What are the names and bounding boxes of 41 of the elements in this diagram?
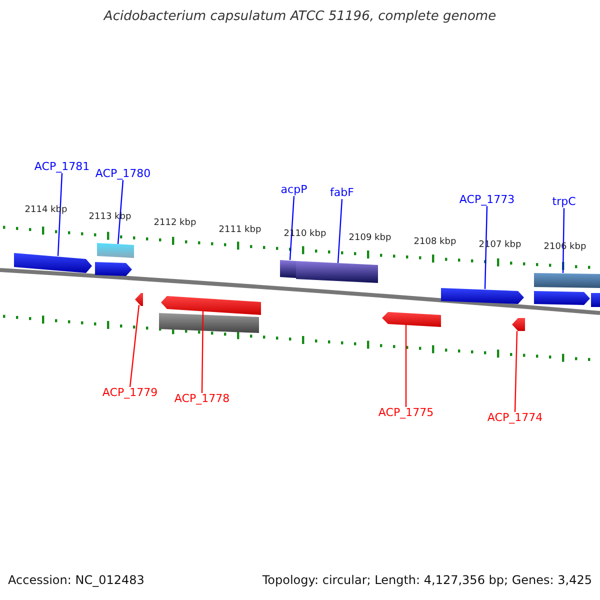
gene-label: ACP_1778 (174, 393, 230, 406)
gene-feature (159, 313, 259, 333)
gene-feature (280, 260, 296, 278)
leader-line (562, 208, 565, 274)
leader-line (484, 206, 488, 290)
title: Acidobacterium capsulatum ATCC 51196, complete genome (104, 10, 496, 24)
gene-feature (135, 293, 143, 306)
gene-feature (97, 243, 134, 258)
gene-label: ACP_1781 (34, 161, 90, 174)
leader-line (201, 311, 204, 393)
gene-feature (512, 318, 525, 331)
gene-feature (161, 296, 261, 315)
gene-label: ACP_1775 (378, 407, 434, 420)
leader-line (129, 304, 140, 388)
gene-label: ACP_1780 (95, 168, 151, 180)
gene-label: fabF (330, 187, 354, 200)
gene-feature (382, 312, 441, 327)
scale-label: 2111 kbp (218, 226, 262, 236)
gene-feature (296, 261, 378, 283)
genome-info-text: Topology: circular; Length: 4,127,356 bp; Genes: 3,425 (262, 574, 592, 588)
gene-feature (591, 293, 600, 307)
gene-label: ACP_1779 (102, 387, 158, 400)
gene-feature (14, 253, 92, 273)
leader-line (57, 173, 63, 256)
gene-feature (534, 291, 590, 305)
scale-label: 2112 kbp (154, 219, 196, 229)
gene-feature (534, 273, 600, 288)
leader-line (405, 325, 407, 407)
gene-label: trpC (552, 196, 576, 208)
scale-label: 2108 kbp (414, 238, 456, 248)
gene-feature (441, 288, 524, 304)
scale-label: 2109 kbp (348, 234, 392, 244)
leader-line (117, 180, 124, 244)
gene-feature (95, 262, 132, 276)
leader-line (289, 196, 295, 260)
gene-label: ACP_1774 (487, 412, 543, 424)
gene-label: acpP (280, 184, 308, 196)
leader-line (337, 199, 343, 264)
gene-label: ACP_1773 (459, 194, 515, 206)
accession-text: Accession: NC_012483 (8, 574, 144, 588)
leader-line (514, 330, 518, 412)
